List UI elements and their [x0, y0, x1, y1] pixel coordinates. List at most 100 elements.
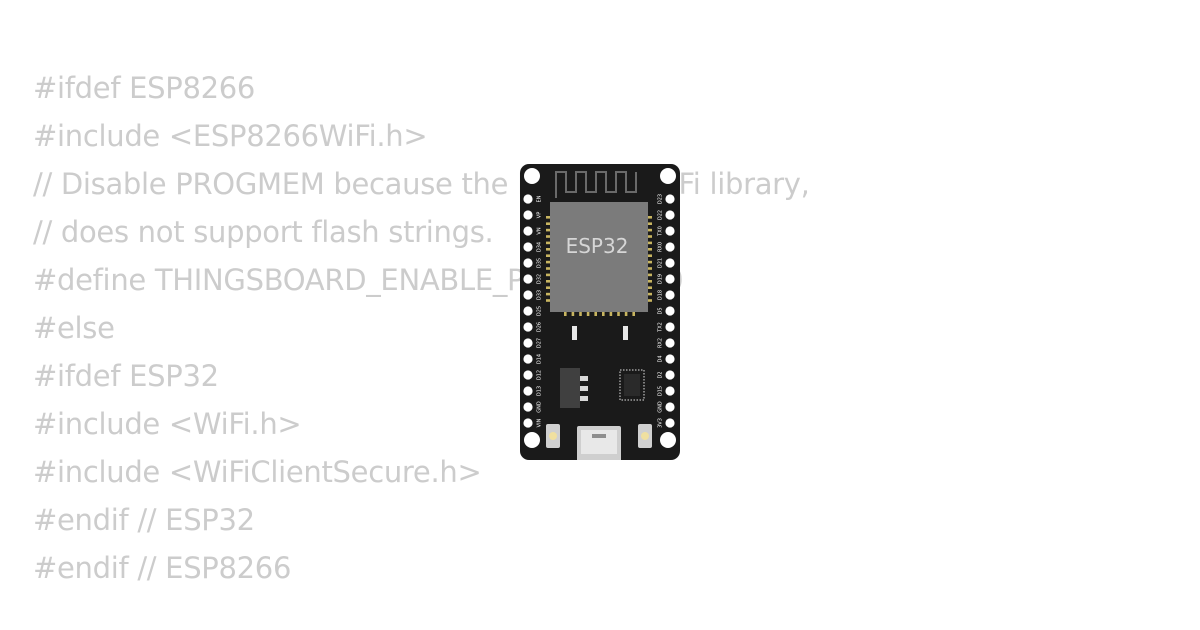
- module-pad: [624, 311, 628, 316]
- code-line: // Disable PROGMEM because the ESP8266Wi…: [33, 167, 810, 201]
- module-pad: [647, 299, 652, 302]
- regulator-lead: [580, 396, 588, 401]
- module-pad: [546, 216, 551, 219]
- en-button[interactable]: [546, 424, 560, 448]
- module-pad: [546, 222, 551, 225]
- pin-hole: [665, 322, 675, 332]
- code-line: #include <WiFi.h>: [33, 407, 302, 441]
- pin-hole: [523, 402, 533, 412]
- pin-label: GND: [658, 401, 664, 413]
- chip-label: ESP32: [566, 234, 629, 258]
- pin-label: VP: [537, 212, 543, 218]
- pin-hole: [665, 306, 675, 316]
- pin-hole: [523, 306, 533, 316]
- code-line: // does not support flash strings.: [33, 215, 494, 249]
- module-pad: [647, 228, 652, 232]
- module-pad: [647, 267, 652, 270]
- pin-hole: [665, 386, 675, 396]
- pin-label: D34: [537, 242, 543, 252]
- component-pad: [572, 326, 577, 340]
- pin-label: D21: [658, 258, 664, 268]
- mounting-hole-icon: [524, 168, 540, 184]
- code-line: #else: [33, 311, 115, 345]
- module-pad: [546, 254, 551, 257]
- pin-label: D32: [537, 274, 543, 284]
- module-pad: [647, 280, 652, 283]
- module-pad: [647, 254, 652, 257]
- mounting-hole-icon: [660, 432, 676, 448]
- pin-hole: [523, 322, 533, 332]
- pin-label: D4: [658, 355, 664, 362]
- pin-hole: [665, 402, 675, 412]
- pin-label: EN: [537, 195, 543, 202]
- pin-hole: [523, 386, 533, 396]
- usb-port-inner: [581, 430, 617, 454]
- module-pad: [594, 311, 597, 316]
- pin-hole: [665, 210, 675, 220]
- pin-label: D5: [658, 307, 664, 314]
- module-pad: [546, 299, 551, 302]
- module-pad: [586, 311, 590, 316]
- pin-label: D14: [537, 354, 543, 364]
- module-pad: [647, 292, 652, 296]
- usb-port-slot: [592, 434, 606, 438]
- pin-hole: [665, 242, 675, 252]
- pin-label: D33: [537, 290, 543, 300]
- module-pad: [546, 286, 551, 289]
- pin-hole: [523, 242, 533, 252]
- code-line: #include <ESP8266WiFi.h>: [33, 119, 428, 153]
- button-icon: [549, 432, 557, 440]
- pin-hole: [665, 274, 675, 284]
- component-pad: [623, 326, 628, 340]
- module-pad: [647, 235, 652, 238]
- module-pad: [617, 311, 620, 316]
- module-pad: [647, 222, 652, 225]
- module-pad: [647, 273, 652, 277]
- button-icon: [641, 432, 649, 440]
- pin-hole: [665, 194, 675, 204]
- code-line: #endif // ESP8266: [33, 551, 292, 585]
- pin-hole: [523, 338, 533, 348]
- module-pad: [546, 241, 551, 245]
- mounting-hole-icon: [524, 432, 540, 448]
- module-pad: [546, 273, 551, 277]
- usb-uart-chip-core: [624, 374, 640, 396]
- pin-label: D18: [658, 290, 664, 300]
- code-line: #endif // ESP32: [33, 503, 255, 537]
- voltage-regulator: [560, 368, 580, 408]
- mounting-hole-icon: [660, 168, 676, 184]
- code-line: #ifdef ESP8266: [33, 71, 256, 105]
- pin-hole: [665, 258, 675, 268]
- pin-label: D23: [658, 194, 664, 204]
- module-pad: [546, 280, 551, 283]
- boot-button[interactable]: [638, 424, 652, 448]
- module-pad: [546, 292, 551, 296]
- module-pad: [647, 260, 652, 264]
- pin-label: D22: [658, 210, 664, 220]
- pin-label: RX0: [658, 242, 664, 252]
- module-pad: [647, 248, 652, 251]
- pin-hole: [523, 274, 533, 284]
- module-pad: [647, 286, 652, 289]
- pin-label: D13: [537, 386, 543, 396]
- pin-hole: [523, 258, 533, 268]
- pin-label: D19: [658, 274, 664, 284]
- pin-hole: [665, 338, 675, 348]
- pin-hole: [523, 210, 533, 220]
- pin-hole: [523, 226, 533, 236]
- module-pad: [647, 241, 652, 245]
- module-pad: [571, 311, 575, 316]
- pin-label: D15: [658, 386, 664, 396]
- pin-label: D25: [537, 306, 543, 316]
- module-pad: [564, 311, 567, 316]
- pin-label: GND: [537, 401, 543, 413]
- module-pad: [647, 216, 652, 219]
- pin-hole: [523, 194, 533, 204]
- pin-label: D27: [537, 338, 543, 348]
- module-pad: [602, 311, 605, 316]
- regulator-lead: [580, 376, 588, 381]
- pin-label: TX2: [658, 322, 664, 333]
